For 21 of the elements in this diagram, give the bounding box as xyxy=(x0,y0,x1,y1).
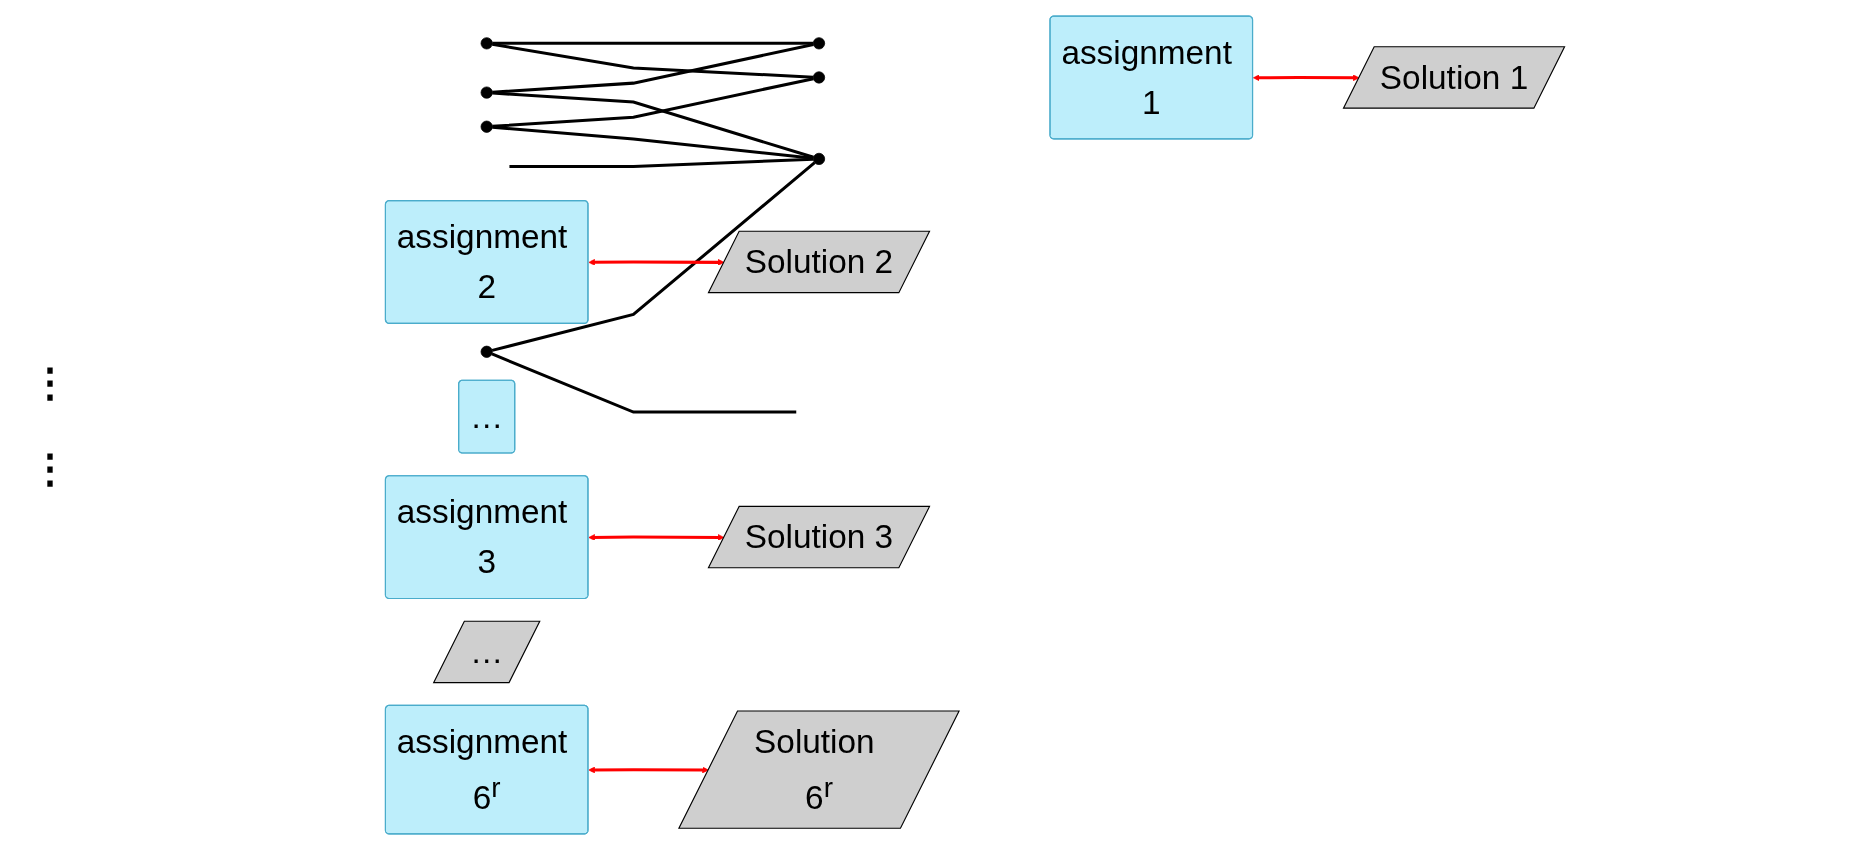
node-circle xyxy=(812,37,826,50)
node-circle xyxy=(480,86,493,99)
connector xyxy=(491,352,797,414)
arrow xyxy=(588,534,725,541)
connector xyxy=(509,157,814,168)
connector xyxy=(492,43,814,94)
node-circle xyxy=(480,37,493,50)
connector xyxy=(492,91,814,159)
node-circle xyxy=(812,71,826,84)
connector xyxy=(491,161,816,352)
ellipsis-mark: ⋮ xyxy=(30,445,70,491)
arrow xyxy=(588,766,709,774)
connector xyxy=(492,41,814,45)
arrow xyxy=(588,259,725,266)
connector xyxy=(492,42,814,79)
arrow xyxy=(1252,74,1360,82)
ellipsis-mark: ⋮ xyxy=(30,359,70,405)
node-circle xyxy=(812,152,826,165)
node-circle xyxy=(480,345,493,358)
connector xyxy=(492,77,814,128)
node-circle xyxy=(480,120,493,133)
